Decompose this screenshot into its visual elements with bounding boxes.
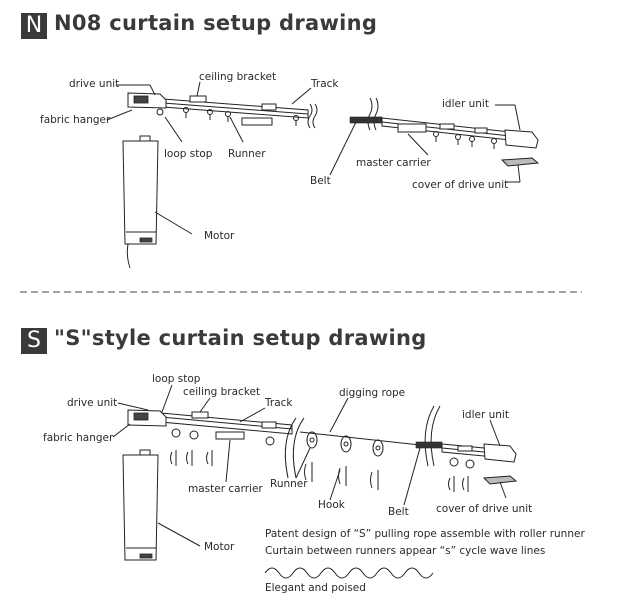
label-s-digging-rope: digging rope	[339, 387, 406, 399]
label-s-ceiling-bracket: ceiling bracket	[183, 386, 261, 398]
label-ceiling-bracket: ceiling bracket	[199, 71, 277, 83]
n08-leader-lines	[106, 81, 521, 235]
label-s-master-carrier: master carrier	[188, 483, 263, 495]
n08-idler-belt-assembly	[349, 97, 540, 167]
s-leader-lines	[112, 384, 507, 547]
label-s-fabric-hanger: fabric hanger	[43, 432, 114, 444]
label-s-loop-stop: loop stop	[152, 373, 201, 385]
s-drive-track-assembly	[127, 409, 305, 479]
label-s-motor: Motor	[204, 541, 235, 553]
label-s-idler-unit: idler unit	[462, 409, 509, 421]
label-s-belt: Belt	[388, 506, 409, 518]
label-motor: Motor	[204, 230, 235, 242]
label-s-hook: Hook	[318, 499, 345, 511]
label-s-track: Track	[265, 397, 293, 409]
label-s-drive-unit: drive unit	[67, 397, 118, 409]
label-s-runner: Runner	[270, 478, 308, 490]
note-elegant: Elegant and poised	[265, 582, 366, 594]
section-badge-s: S	[21, 328, 47, 354]
n08-drive-track-assembly	[127, 92, 318, 129]
section-title-n08: N08 curtain setup drawing	[54, 11, 378, 35]
label-belt: Belt	[310, 175, 331, 187]
label-loop-stop: loop stop	[164, 148, 213, 160]
n08-motor	[122, 135, 159, 269]
label-master-carrier: master carrier	[356, 157, 431, 169]
label-drive-unit: drive unit	[69, 78, 120, 90]
s-rope-runners	[299, 431, 421, 490]
section-title-s-style: "S"style curtain setup drawing	[54, 326, 427, 350]
note-patent-design: Patent design of “S” pulling rope assemb…	[265, 528, 585, 540]
section-badge-n: N	[21, 13, 47, 39]
label-idler-unit: idler unit	[442, 98, 489, 110]
label-cover-of-drive-unit: cover of drive unit	[412, 179, 509, 191]
label-fabric-hanger: fabric hanger	[40, 114, 111, 126]
s-wave-line	[264, 567, 434, 579]
label-s-cover-of-drive-unit: cover of drive unit	[436, 503, 533, 515]
label-track: Track	[311, 78, 339, 90]
note-wave-lines: Curtain between runners appear “s” cycle…	[265, 545, 546, 557]
label-runner: Runner	[228, 148, 266, 160]
s-motor	[122, 449, 159, 561]
s-idler-belt-assembly	[415, 405, 518, 492]
